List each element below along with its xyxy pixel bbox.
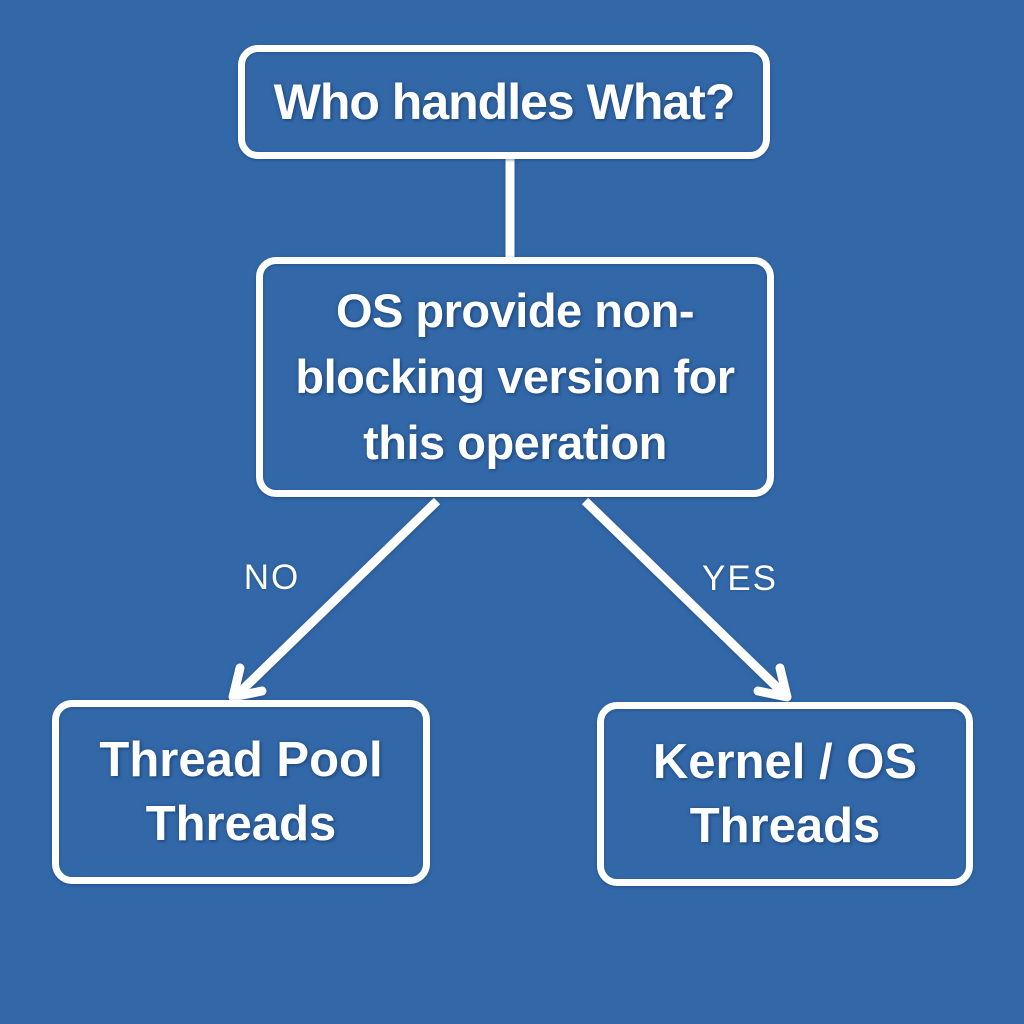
yes-arrowhead-icon xyxy=(753,663,792,702)
kernel-os-node: Kernel / OS Threads xyxy=(597,702,973,886)
yes-edge-label: YES xyxy=(701,559,779,598)
decision-node: OS provide non- blocking version for thi… xyxy=(256,257,774,497)
no-arrowhead-icon xyxy=(228,663,267,702)
title-node-label: Who handles What? xyxy=(273,74,736,130)
decision-node-line-3: this operation xyxy=(363,416,667,469)
thread-pool-node-line-1: Thread Pool xyxy=(99,733,383,787)
kernel-os-node-line-1: Kernel / OS xyxy=(652,735,918,789)
decision-node-line-2: blocking version for xyxy=(295,350,735,403)
thread-pool-node: Thread Pool Threads xyxy=(52,700,430,884)
title-node: Who handles What? xyxy=(238,45,770,159)
thread-pool-node-line-2: Threads xyxy=(145,797,337,851)
no-edge-line xyxy=(233,497,441,699)
kernel-os-node-line-2: Threads xyxy=(689,799,881,853)
decision-node-line-1: OS provide non- xyxy=(335,284,695,337)
no-edge-label: NO xyxy=(243,558,301,597)
yes-edge-line xyxy=(581,497,789,699)
